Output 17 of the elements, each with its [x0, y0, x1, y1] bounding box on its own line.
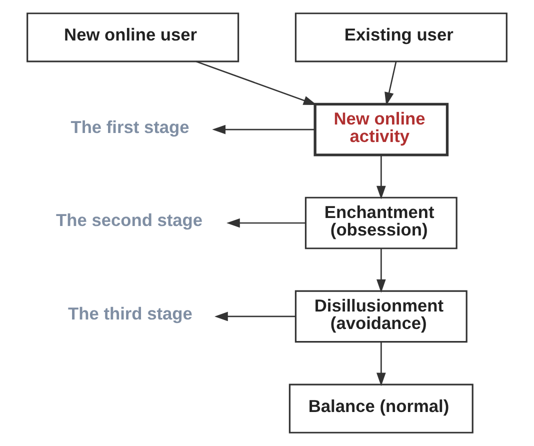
node-box: New online activity — [314, 102, 449, 156]
arrow — [226, 218, 306, 228]
node-box: Enchantment (obsession) — [304, 196, 458, 250]
arrow — [212, 124, 315, 134]
arrow — [376, 155, 386, 200]
arrow — [196, 60, 317, 106]
arrow — [384, 62, 397, 106]
node-box: New online user — [26, 12, 240, 62]
node-text: The third stage — [68, 304, 192, 324]
node-text: The second stage — [56, 210, 203, 230]
arrow — [376, 248, 386, 293]
node-box: Disillusionment (avoidance) — [294, 290, 468, 343]
node-text: The first stage — [70, 116, 190, 137]
node-box: Balance (normal) — [288, 384, 474, 434]
arrow — [376, 342, 386, 386]
node-box: Existing user — [294, 12, 508, 62]
arrow — [214, 312, 296, 322]
